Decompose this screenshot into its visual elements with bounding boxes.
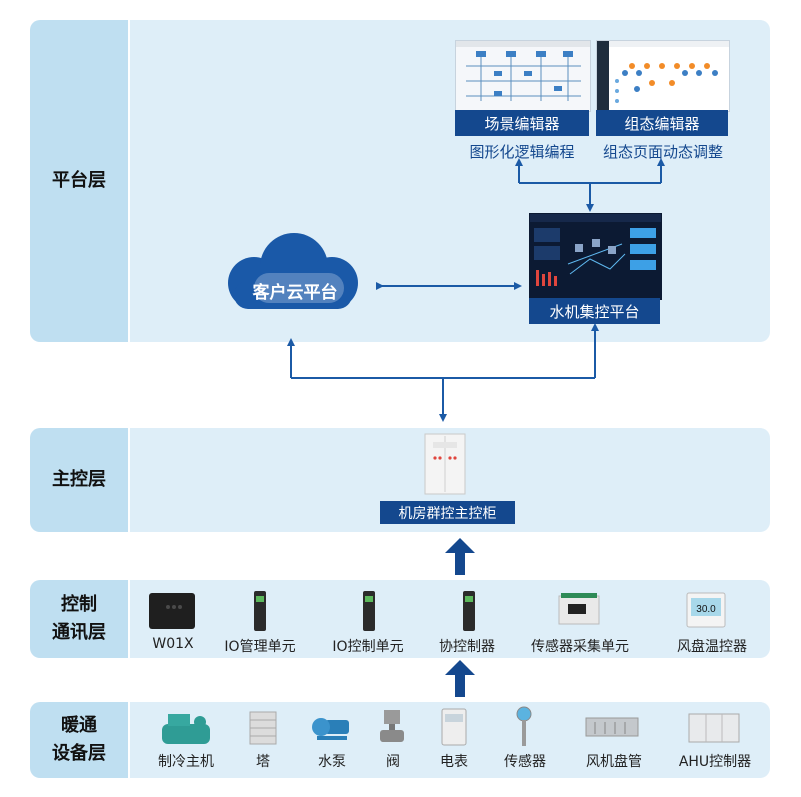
- sensor-icon: [516, 706, 532, 746]
- scene-editor-description: 图形化逻辑编程: [469, 143, 575, 161]
- comm-device-label-w01x: W01X: [152, 636, 194, 652]
- comm-device-label-io-control: IO控制单元: [332, 639, 404, 655]
- comm-device-label-thermostat: 风盘温控器: [677, 639, 747, 655]
- thermostat-display-text: 30.0: [696, 604, 716, 615]
- sensor-acquisition-unit-icon: [558, 593, 600, 625]
- valve-icon: [380, 710, 404, 742]
- dashboard-diagram-icon: [530, 214, 661, 286]
- comm-label-line2: 通讯层: [52, 622, 106, 643]
- master-layer-label: 主控层: [30, 428, 128, 532]
- scene-editor-label: 场景编辑器: [455, 110, 589, 136]
- config-editor-description: 组态页面动态调整: [602, 143, 723, 161]
- w01x-gateway-icon: [149, 593, 195, 629]
- hvac-device-label-pump: 水泵: [318, 754, 346, 770]
- comm-device-label-co-controller: 协控制器: [439, 639, 495, 655]
- water-platform-label: 水机集控平台: [529, 298, 660, 324]
- master-cabinet-label: 机房群控主控柜: [380, 501, 515, 524]
- config-editor-screenshot: [596, 40, 730, 112]
- control-cabinet-icon: [424, 433, 466, 495]
- hvac-device-label-ahu: AHU控制器: [678, 754, 752, 770]
- hvac-device-label-fan-coil: 风机盘管: [586, 754, 642, 770]
- electric-meter-icon: [441, 708, 467, 746]
- thick-arrow-comm-to-master: [445, 538, 475, 575]
- comm-layer-label: 控制通讯层: [30, 580, 128, 658]
- hvac-label-line1: 暖通: [61, 715, 97, 736]
- comm-label-line1: 控制: [61, 594, 97, 615]
- hvac-device-label-meter: 电表: [440, 754, 468, 770]
- hvac-label-line2: 设备层: [52, 743, 106, 764]
- io-control-unit-icon: [363, 591, 375, 631]
- ahu-controller-icon: [688, 713, 740, 743]
- cloud-icon: [228, 233, 358, 309]
- comm-layer: 控制通讯层: [30, 580, 770, 658]
- comm-device-label-io-management: IO管理单元: [224, 639, 296, 655]
- comm-layer-body: [130, 580, 770, 658]
- cooling-tower-icon: [249, 711, 277, 745]
- platform-layer-label: 平台层: [30, 20, 128, 342]
- fan-coil-unit-icon: [585, 717, 639, 737]
- thick-arrow-hvac-to-comm: [445, 660, 475, 697]
- water-platform-screenshot: [529, 213, 662, 300]
- scene-editor-diagram-icon: [456, 41, 590, 101]
- cloud-platform-label: 客户云平台: [252, 283, 338, 303]
- config-editor-diagram-icon: [597, 41, 729, 111]
- chiller-icon: [162, 714, 210, 744]
- config-editor-label: 组态编辑器: [596, 110, 728, 136]
- scene-editor-screenshot: [455, 40, 591, 112]
- io-management-unit-icon: [254, 591, 266, 631]
- comm-device-label-sensor-unit: 传感器采集单元: [531, 639, 629, 655]
- water-pump-icon: [312, 718, 349, 740]
- hvac-device-label-sensor: 传感器: [504, 754, 546, 770]
- hvac-layer-label: 暖通设备层: [30, 702, 128, 778]
- hvac-device-label-valve: 阀: [386, 754, 400, 770]
- fan-coil-thermostat-icon: 30.0: [686, 592, 726, 628]
- co-controller-icon: [463, 591, 475, 631]
- hvac-device-label-tower: 塔: [256, 754, 270, 770]
- hvac-device-label-chiller: 制冷主机: [158, 754, 214, 770]
